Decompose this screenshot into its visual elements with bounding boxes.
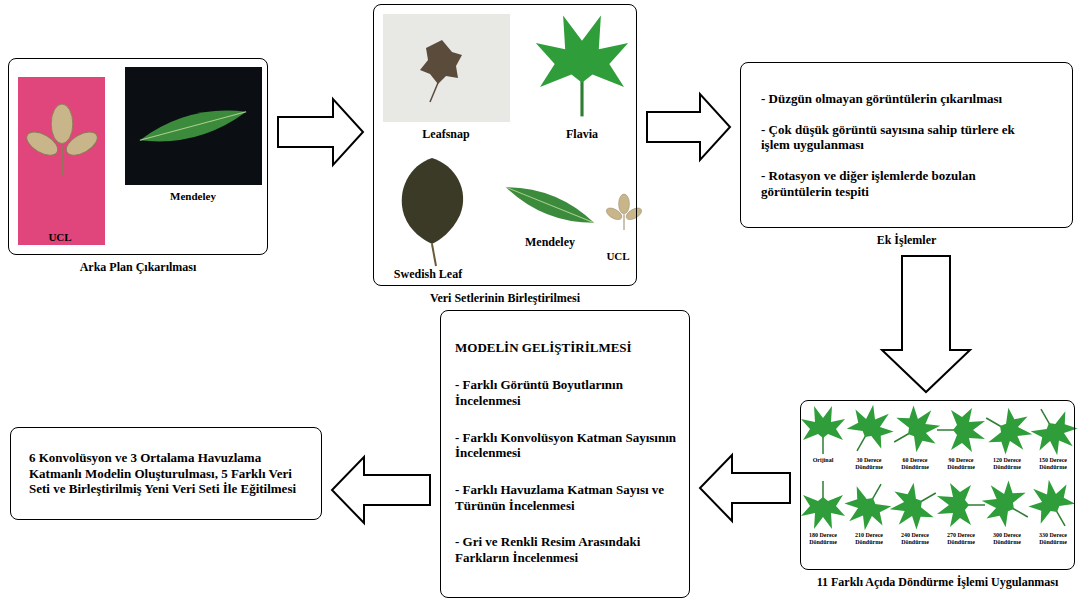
box-text: 6 Konvolüsyon ve 3 Ortalama Havuzlama Ka… — [29, 450, 303, 497]
image-label: Swedish Leaf — [383, 268, 473, 281]
box-text: - Gri ve Renkli Resim Arasındaki Farklar… — [455, 534, 679, 565]
process-box: - Düzgün olmayan görüntülerin çıkarılmas… — [740, 62, 1073, 228]
image-label: Orijinal — [801, 457, 845, 464]
box-text: - Farklı Görüntü Boyutlarının İncelenmes… — [455, 377, 679, 408]
image-label: 240 Derece Döndürme — [893, 532, 937, 545]
box-text: - Düzgün olmayan görüntülerin çıkarılmas… — [761, 91, 1038, 107]
box-text: - Farklı Konvolüsyon Katman Sayısının İn… — [455, 430, 679, 461]
image-label: UCL — [30, 231, 90, 243]
image-box: Veri Setlerinin Birleştirilmesi — [373, 4, 637, 286]
image-label: 120 Derece Döndürme — [985, 457, 1029, 470]
image-label: 60 Derece Döndürme — [893, 457, 937, 470]
block-arrow — [647, 94, 730, 160]
image-label: Flavia — [532, 128, 632, 141]
image-box: 11 Farklı Açıda Döndürme İşlemi Uygulanm… — [800, 400, 1075, 570]
image-label: Mendeley — [505, 236, 595, 249]
image-label: 270 Derece Döndürme — [939, 532, 983, 545]
image-label: 210 Derece Döndürme — [847, 532, 891, 545]
image-label: UCL — [601, 250, 635, 262]
block-arrow — [332, 457, 430, 523]
image-box: Arka Plan Çıkarılması — [8, 58, 268, 255]
image-label: 180 Derece Döndürme — [801, 532, 845, 545]
block-arrow — [882, 256, 970, 392]
box-caption: Arka Plan Çıkarılması — [80, 260, 197, 275]
box-text: - Farklı Havuzlama Katman Sayısı ve Türü… — [455, 482, 679, 513]
image-label: 300 Derece Döndürme — [985, 532, 1029, 545]
block-arrow — [700, 455, 790, 521]
image-label: Leafsnap — [396, 128, 496, 141]
process-box: MODELİN GELİŞTİRİLMESİ - Farklı Görüntü B… — [440, 310, 690, 598]
block-arrow — [278, 99, 363, 165]
box-caption: 11 Farklı Açıda Döndürme İşlemi Uygulanm… — [817, 575, 1059, 590]
image-label: 90 Derece Döndürme — [939, 457, 983, 470]
image-label: Mendeley — [148, 190, 238, 202]
box-caption: Veri Setlerinin Birleştirilmesi — [430, 291, 580, 306]
box-text: - Çok düşük görüntü sayısına sahip türle… — [761, 122, 1038, 153]
box-caption: Ek İşlemler — [877, 233, 937, 248]
box-heading: MODELİN GELİŞTİRİLMESİ — [455, 340, 679, 356]
image-label: 30 Derece Döndürme — [847, 457, 891, 470]
image-label: 330 Derece Döndürme — [1031, 532, 1075, 545]
image-label: 150 Derece Döndürme — [1031, 457, 1075, 470]
box-text: - Rotasyon ve diğer işlemlerde bozulan g… — [761, 168, 1038, 199]
process-box: 6 Konvolüsyon ve 3 Ortalama Havuzlama Ka… — [10, 427, 322, 520]
